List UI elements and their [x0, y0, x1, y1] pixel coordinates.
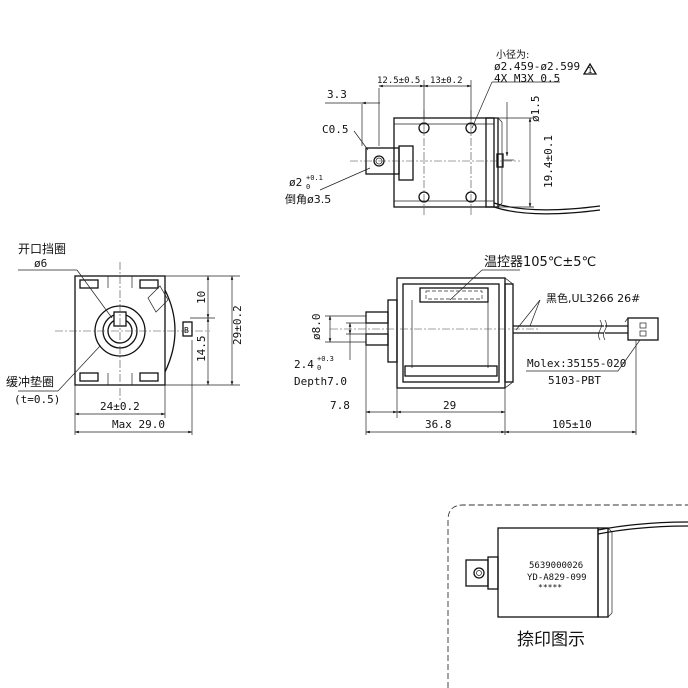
front-view: 温控器105℃±5℃ 黑色,UL3266 26# ø8.0 2.4 +0.3 0…: [294, 255, 659, 435]
print-caption: 捺印图示: [517, 630, 585, 650]
dim-29-side: 29±0.2: [231, 305, 244, 345]
split-washer-dia: ø6: [34, 257, 47, 270]
buffer-thickness: (t=0.5): [14, 393, 60, 406]
chamfer-angle: 倒角ø3.5: [285, 193, 331, 206]
minor-dia-value: ø2.459-ø2.599: [494, 60, 580, 73]
dim-3-3: 3.3: [327, 88, 347, 101]
top-view: 1 小径为: ø2.459-ø2.599 12.5±0.5 13±0.2 4X …: [285, 48, 601, 215]
dia-2-tol-up: +0.1: [306, 174, 323, 182]
dim-36-8: 36.8: [425, 418, 452, 431]
front-view-frame: [396, 277, 506, 389]
dim-7-8: 7.8: [330, 399, 350, 412]
small-mark: B: [184, 326, 189, 335]
side-view: B 开口挡圈 ø6 10 29±0.2 14.5 缓冲垫圈 (t=0.5) 24…: [6, 242, 244, 435]
chamfer-c05: C0.5: [322, 123, 349, 136]
front-view-plunger: [365, 311, 389, 324]
print-line3: *****: [538, 583, 562, 592]
print-line2: YD-A829-099: [527, 573, 587, 583]
molex-label: Molex:35155-020: [527, 357, 626, 370]
dia-2-tol-dn: 0: [306, 183, 310, 191]
thermostat: [419, 287, 489, 303]
print-line1: 5639000026: [529, 561, 583, 571]
dim-19-4: 19.4±0.1: [542, 135, 555, 188]
mount-hole: [418, 122, 430, 134]
wire-spec: 黑色,UL3266 26#: [546, 291, 640, 305]
buffer-washer-label: 缓冲垫圈: [6, 374, 54, 389]
minor-dia-label: 小径为:: [496, 48, 529, 61]
thread-spec: 4X M3X 0.5: [494, 72, 560, 85]
max-width: Max 29.0: [112, 418, 165, 431]
print-view-plunger: [465, 559, 489, 587]
dim-24: 24±0.2: [100, 400, 140, 413]
dim-29-front: 29: [443, 399, 456, 412]
terminal-label: 5103-PBT: [548, 374, 601, 387]
dim-2-4-up: +0.3: [317, 355, 334, 363]
molex-connector: [627, 317, 659, 341]
dim-105: 105±10: [552, 418, 592, 431]
dia-8: ø8.0: [310, 314, 323, 341]
mount-hole: [465, 122, 477, 134]
thermostat-label: 温控器105℃±5℃: [484, 255, 596, 270]
dim-2-4-dn: 0: [317, 364, 321, 372]
dia-1-5: ø1.5: [529, 96, 542, 123]
dim-13: 13±0.2: [430, 76, 463, 86]
split-washer-label: 开口挡圈: [18, 242, 66, 256]
dim-12-5: 12.5±0.5: [377, 76, 420, 86]
dim-14-5: 14.5: [195, 336, 208, 363]
print-marking-view: 5639000026 YD-A829-099 ***** 捺印图示: [447, 504, 688, 688]
warn-symbol: 1: [588, 66, 593, 75]
dim-10: 10: [195, 291, 208, 304]
dia-2-base: ø2: [289, 176, 302, 189]
top-view-body: [393, 117, 495, 208]
dim-2-4-base: 2.4: [294, 358, 314, 371]
depth: Depth7.0: [294, 375, 347, 388]
